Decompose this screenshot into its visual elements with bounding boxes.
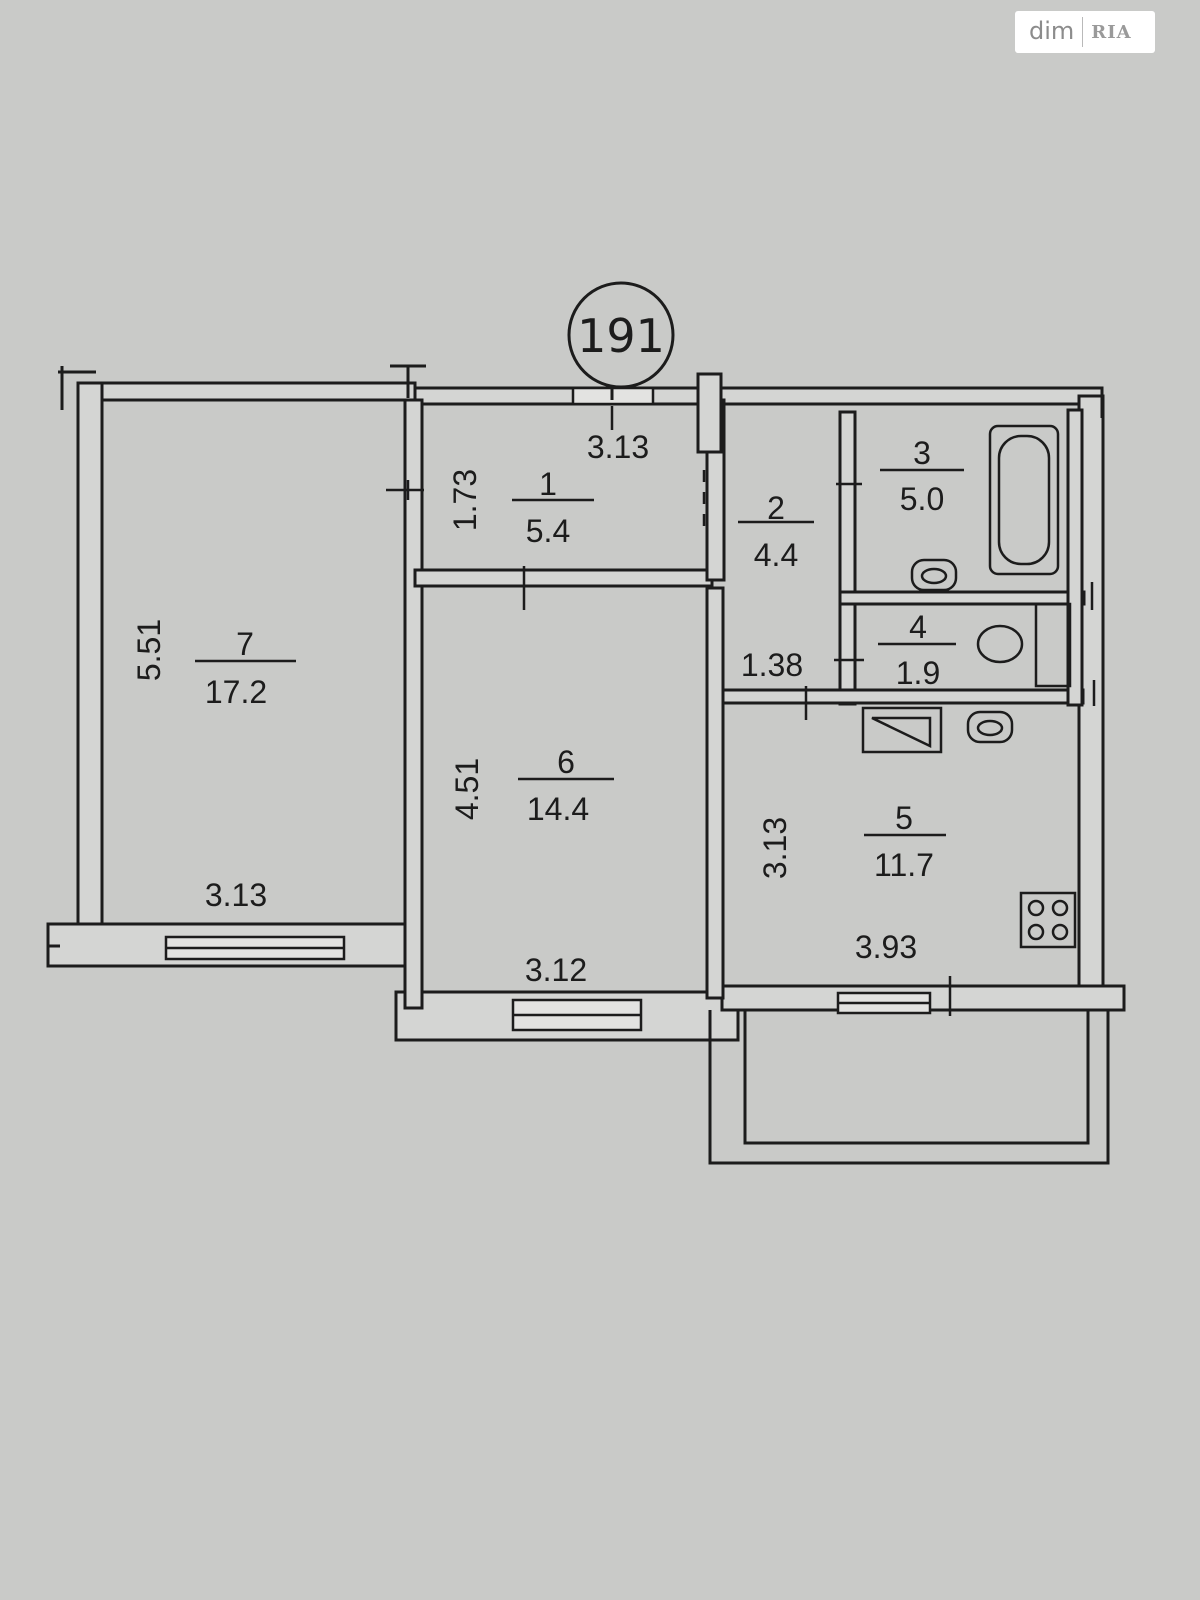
room-5-number: 5: [895, 800, 913, 836]
room-4-area: 1.9: [896, 655, 940, 691]
wall-hall-bottom: [413, 568, 714, 588]
dim-hall-width: 3.13: [587, 429, 649, 465]
room-3-area: 5.0: [900, 481, 944, 517]
room-6-area: 14.4: [527, 791, 589, 827]
toilet-tank: [1034, 602, 1072, 688]
wall-bath-bottom: [838, 590, 1086, 606]
dim-room6-length: 4.51: [449, 758, 485, 820]
dim-room5-width: 3.93: [855, 929, 917, 965]
room-1-area: 5.4: [526, 513, 570, 549]
dim-corridor-width: 1.38: [741, 647, 803, 683]
toilet: [976, 624, 1024, 664]
room-7-number: 7: [236, 626, 254, 662]
wall-wc-bottom: [721, 688, 1085, 705]
wall-7-6: [403, 398, 424, 1010]
kitchen-sink: [861, 706, 943, 754]
watermark-brand: dim: [1029, 17, 1075, 45]
wall-bath-right: [1066, 408, 1084, 707]
washbasin-bath: [910, 558, 958, 592]
plan-number: 191: [577, 309, 665, 363]
wall-6-5: [705, 586, 725, 1000]
plan-number-badge: 191: [567, 281, 675, 400]
dim-room5-length: 3.13: [757, 817, 793, 879]
kitchen-basin: [966, 710, 1014, 744]
dimria-watermark-logo: dim RIA: [1015, 11, 1155, 53]
wall-top-right: [413, 386, 1104, 406]
bathtub: [988, 424, 1060, 576]
room-3-number: 3: [913, 435, 931, 471]
wall-left: [76, 381, 104, 940]
dim-hall-depth: 1.73: [447, 469, 483, 531]
room-2-area: 4.4: [754, 537, 798, 573]
room-4-number: 4: [909, 609, 927, 645]
room-7-area: 17.2: [205, 674, 267, 710]
room-text: 1 5.4 2 4.4 3 5.0 4 1.9 5 11.7 6 14.4 7 …: [205, 435, 944, 883]
dimension-labels: 3.13 1.73 1.38 5.51 3.13 4.51 3.12 3.13 …: [131, 429, 917, 988]
room-5-area: 11.7: [874, 847, 934, 883]
watermark-divider: [1082, 17, 1084, 47]
room-1-number: 1: [539, 466, 557, 502]
room-labels: [195, 468, 964, 837]
room-2-number: 2: [767, 490, 785, 526]
dim-room7-length: 5.51: [131, 619, 167, 681]
room-6-number: 6: [557, 744, 575, 780]
stove: [1019, 891, 1077, 949]
balcony: [708, 1010, 1110, 1165]
wall-stubs: [48, 364, 1104, 948]
wall-top-left: [76, 381, 417, 402]
dim-room6-width: 3.12: [525, 952, 587, 988]
watermark-sub: RIA: [1091, 21, 1132, 43]
door-marks: [386, 406, 1096, 1016]
dim-room7-width: 3.13: [205, 877, 267, 913]
fixtures: [861, 424, 1077, 949]
